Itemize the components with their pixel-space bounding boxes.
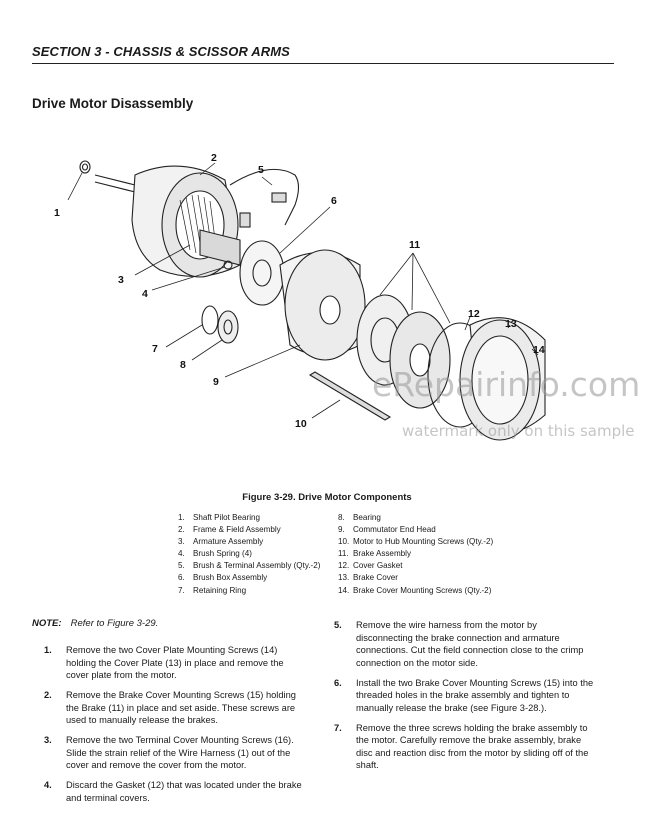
bearing [217,310,239,344]
procedure-step: 2.Remove the Brake Cover Mounting Screws… [44,689,296,726]
drive-motor-exploded-diagram: 1 2 5 6 3 4 11 12 13 14 7 8 9 10 [54,152,546,441]
callout-12: 12 [468,308,480,320]
legend-item: 14.Brake Cover Mounting Screws (Qty.-2) [338,585,492,595]
hub-mounting-screw [308,371,392,421]
callout-10: 10 [295,418,307,430]
callout-1: 1 [54,207,60,219]
procedure-step: 4.Discard the Gasket (12) that was locat… [44,779,302,803]
legend-item: 11.Brake Assembly [338,549,412,559]
callout-2: 2 [211,152,217,164]
callout-6: 6 [331,195,337,207]
legend-item: 6.Brush Box Assembly [178,573,268,583]
legend-item: 7.Retaining Ring [178,585,247,595]
note-text: Refer to Figure 3-29. [70,618,159,629]
legend-item: 8.Bearing [338,513,381,522]
procedure-steps-right: 5.Remove the wire harness from the motor… [334,619,594,779]
callout-3: 3 [118,274,124,286]
legend-item: 5.Brush & Terminal Assembly (Qty.-2) [178,561,321,571]
watermark-note: watermark only on this sample [402,422,635,440]
callout-11: 11 [409,239,420,251]
callout-13: 13 [505,318,517,330]
legend-item: 9.Commutator End Head [338,525,436,535]
procedure-step: 7.Remove the three screws holding the br… [334,722,589,771]
procedure-step: 3.Remove the two Terminal Cover Mounting… [44,734,294,771]
legend-item: 3.Armature Assembly [178,537,264,547]
callout-14: 14 [533,344,545,356]
callout-8: 8 [180,359,186,371]
watermark-site: eRepairinfo.com [372,365,641,404]
legend-item: 4.Brush Spring (4) [178,549,252,559]
shaft-pilot-bearing [79,160,91,174]
note: NOTE: Refer to Figure 3-29. [32,618,158,629]
figure-caption: Figure 3-29. Drive Motor Components [242,492,412,503]
legend-right-column: 8.Bearing 9.Commutator End Head 10.Motor… [338,512,493,597]
legend-left-column: 1.Shaft Pilot Bearing 2.Frame & Field As… [178,512,320,597]
section-title: Drive Motor Disassembly [32,96,194,111]
procedure-steps-left: 1.Remove the two Cover Plate Mounting Sc… [44,644,306,811]
procedure-step: 6.Install the two Brake Cover Mounting S… [334,677,594,713]
armature-assembly [199,229,241,266]
procedure-step: 5.Remove the wire harness from the motor… [334,620,584,668]
procedure-step: 1.Remove the two Cover Plate Mounting Sc… [44,645,284,681]
legend-item: 10.Motor to Hub Mounting Screws (Qty.-2) [338,537,494,547]
legend-item: 13.Brake Cover [338,573,398,583]
legend-item: 12.Cover Gasket [338,561,403,571]
callout-7: 7 [152,343,158,355]
legend-item: 1.Shaft Pilot Bearing [178,513,261,522]
callout-9: 9 [213,376,219,388]
header-divider [32,63,614,64]
brush-terminal-assembly [229,168,300,226]
retaining-ring [201,305,219,335]
section-header: SECTION 3 - CHASSIS & SCISSOR ARMS [32,44,290,59]
note-label: NOTE: [32,618,62,629]
brush-spring [223,260,233,270]
callout-4: 4 [142,288,148,300]
brush-box-assembly [239,240,285,306]
legend-item: 2.Frame & Field Assembly [178,525,281,535]
callout-5: 5 [258,164,264,176]
